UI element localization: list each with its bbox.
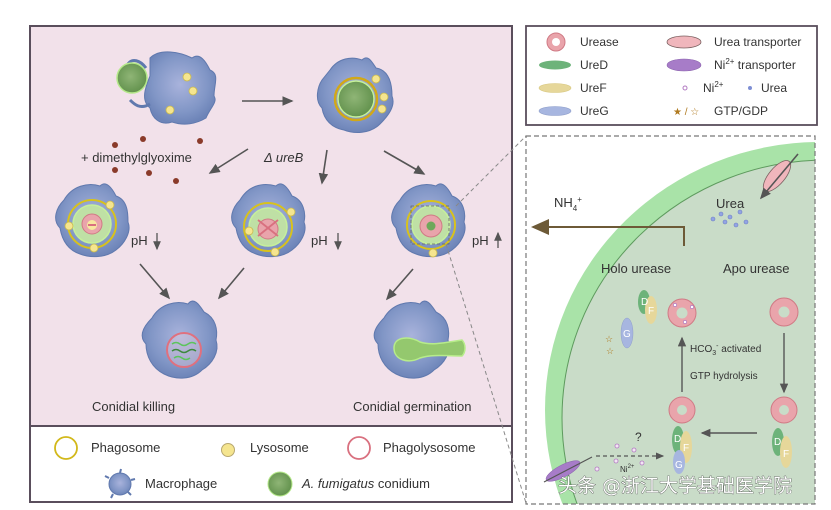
urea-transporter (759, 153, 799, 200)
legend-gtp-gdp-label: GTP/GDP (714, 104, 768, 118)
arrow-wildtype (383, 150, 426, 175)
outcome-germination-label: Conidial germination (353, 399, 472, 414)
arrow-to-killing-2 (217, 267, 245, 300)
arrow-to-killing-1 (139, 263, 171, 300)
main-panel (29, 25, 513, 503)
free-accessory-proteins: D F G ☆ ☆ (605, 290, 657, 356)
ured-icon (539, 60, 571, 70)
ph-label-1: pH (131, 233, 148, 248)
dimethylglyoxime-dots (112, 136, 203, 184)
molecule-legend: Urease UreD UreF UreG Urea transporter N… (538, 32, 801, 118)
urease-icon (546, 32, 566, 52)
holo-urease-label: Holo urease (601, 261, 671, 276)
svg-text:D: D (674, 434, 681, 445)
legend-urea-label: Urea (761, 81, 787, 95)
macrophage-germination (373, 300, 466, 379)
nh4-export-arrow (531, 219, 685, 246)
legend-urea-transporter-label: Urea transporter (714, 35, 801, 49)
legend-phagosome-label: Phagosome (91, 440, 160, 455)
arrow-ureB (318, 149, 329, 185)
nh4-label: NH4+ (554, 195, 582, 213)
svg-text:G: G (623, 329, 631, 340)
holo-urease (667, 298, 697, 328)
macrophage-ureB-mutant (231, 183, 306, 258)
legend-ureg-label: UreG (580, 104, 609, 118)
urea-dot-icon (748, 86, 752, 90)
ureg-icon (538, 106, 572, 116)
gtp-gdp-star-icon: ★ / ☆ (673, 107, 699, 118)
lysosome-icon (221, 443, 235, 457)
ni-transporter-icon (666, 58, 702, 72)
conidium-icon (116, 62, 148, 94)
macrophage-killing (141, 300, 218, 379)
ni-ions (594, 443, 645, 472)
arrow-dmg (208, 148, 249, 174)
svg-text:F: F (648, 306, 654, 317)
legend-uref-label: UreF (580, 81, 607, 95)
apo-urease-label: Apo urease (723, 261, 790, 276)
phagolysosome-icon (347, 436, 371, 460)
macrophage-engulfing-conidium (116, 51, 217, 125)
ph-label-2: pH (311, 233, 328, 248)
svg-text:☆: ☆ (605, 334, 613, 344)
zoom-guide-top (455, 135, 527, 207)
delta-ureB-label: Δ ureB (263, 150, 304, 165)
svg-text:F: F (683, 443, 689, 454)
macrophage-wildtype (391, 183, 466, 258)
legend-conidium-label: A. fumigatus conidium (301, 476, 430, 491)
legend-phagolysosome-label: Phagolysosome (383, 440, 476, 455)
arrow-to-germination (385, 268, 414, 301)
phagosome-icon (54, 436, 78, 460)
urea-molecules (710, 209, 749, 228)
macrophage-phagosome (316, 57, 394, 133)
legend-ni-label: Ni2+ (703, 80, 724, 95)
ph-label-3: pH (472, 233, 489, 248)
conidium-legend-icon (267, 471, 293, 497)
legend-urease-label: Urease (580, 35, 619, 49)
macrophage-icon (104, 468, 136, 499)
ni-dot-icon (682, 85, 688, 91)
apo-urease (769, 297, 799, 327)
outcome-killing-label: Conidial killing (92, 399, 175, 414)
ni-transporter (543, 452, 665, 483)
legend-ni-transporter-label: Ni2+ transporter (714, 57, 796, 72)
urease-udf-complex: D F (770, 396, 798, 468)
urea-transporter-icon (666, 35, 702, 49)
svg-text:G: G (675, 460, 683, 471)
question-mark: ? (635, 430, 642, 444)
svg-text:☆: ☆ (606, 346, 614, 356)
legend-macrophage-label: Macrophage (145, 476, 217, 491)
urea-label: Urea (716, 196, 745, 211)
detail-panel-frame (525, 135, 816, 505)
ni-label: Ni2+ (620, 464, 635, 474)
dimethylglyoxime-label: + dimethylglyoxime (81, 150, 192, 165)
cell-legend: Phagosome Lysosome Phagolysosome Macroph… (54, 436, 476, 499)
cytoplasm (561, 159, 815, 504)
legend-ured-label: UreD (580, 58, 608, 72)
svg-text:D: D (774, 437, 781, 448)
hco3-label: HCO3- activated (690, 343, 761, 357)
macrophage-dmg-treated (55, 183, 130, 258)
svg-text:D: D (641, 297, 648, 308)
zoom-guide-bottom (445, 243, 527, 504)
svg-text:F: F (783, 449, 789, 460)
urease-udfg-complex: D F G (668, 396, 696, 474)
watermark: 头条 @浙江大学基础医学院 (558, 475, 792, 497)
gtp-hydrolysis-label: GTP hydrolysis (690, 371, 758, 382)
uref-icon (538, 83, 572, 93)
legend-lysosome-label: Lysosome (250, 440, 309, 455)
